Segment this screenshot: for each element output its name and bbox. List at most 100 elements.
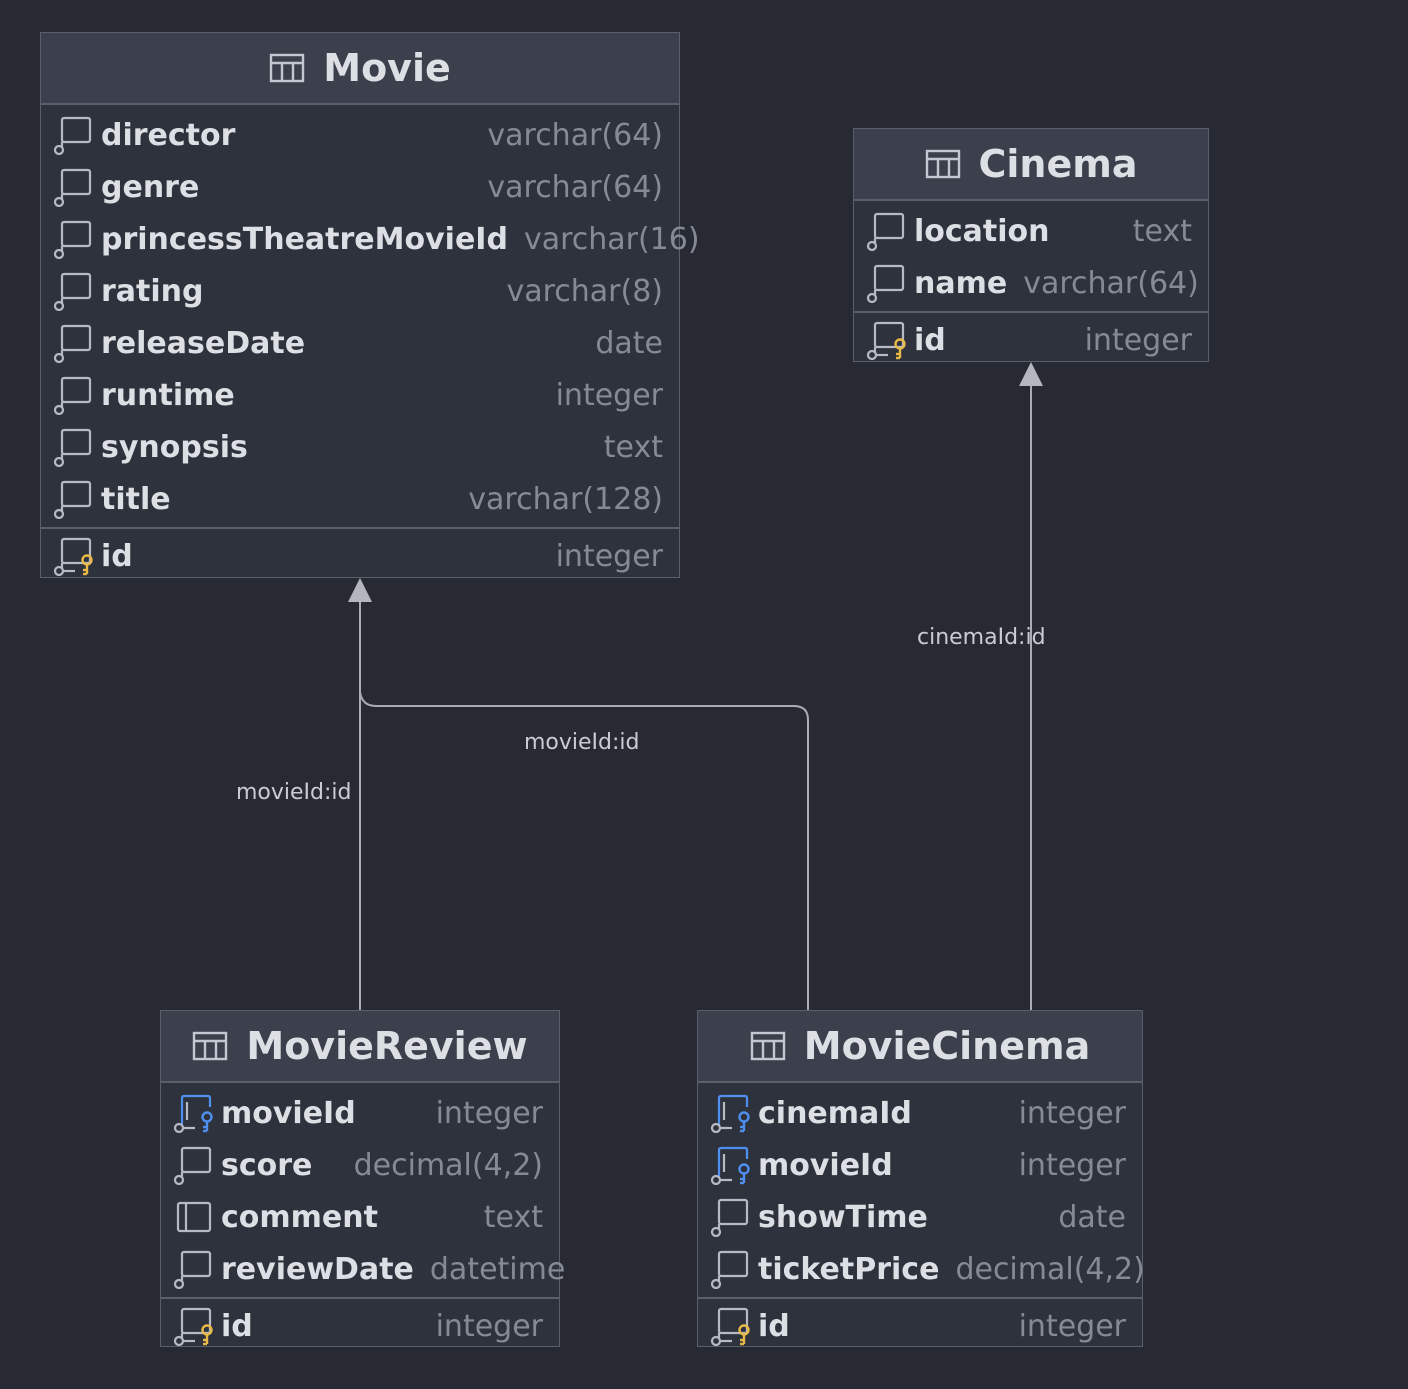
column-name: princessTheatreMovieId: [101, 221, 508, 257]
column-row[interactable]: runtime integer: [41, 369, 679, 421]
column-icon: [866, 211, 906, 251]
column-name: score: [221, 1147, 313, 1183]
column-name: genre: [101, 169, 200, 205]
column-icon: [53, 427, 93, 467]
table-title: Movie: [323, 46, 451, 90]
column-type: integer: [555, 377, 663, 413]
primary-key-icon: [173, 1306, 213, 1346]
column-row[interactable]: synopsis text: [41, 421, 679, 473]
column-row[interactable]: princessTheatreMovieId varchar(16): [41, 213, 700, 265]
relation-label-moviereview-movie[interactable]: movieId:id: [236, 780, 352, 805]
column-row[interactable]: genre varchar(64): [41, 161, 679, 213]
column-name: title: [101, 481, 171, 517]
column-name: comment: [221, 1199, 378, 1235]
column-row[interactable]: director varchar(64): [41, 109, 679, 161]
primary-key-icon: [866, 320, 906, 360]
column-row[interactable]: showTime date: [698, 1191, 1142, 1243]
primary-key-row[interactable]: id integer: [161, 1299, 559, 1353]
column-type: text: [1132, 213, 1192, 249]
column-type: datetime: [429, 1251, 566, 1287]
column-type: integer: [435, 1095, 543, 1131]
column-name: id: [758, 1308, 790, 1344]
table-cinema[interactable]: Cinema location text name varchar(64) id in…: [853, 128, 1209, 362]
column-row[interactable]: ticketPrice decimal(4,2): [698, 1243, 1145, 1295]
column-name: id: [101, 538, 133, 574]
primary-key-icon: [710, 1306, 750, 1346]
primary-key-icon: [53, 536, 93, 576]
relation-label-moviecinema-cinema[interactable]: cinemaId:id: [917, 625, 1046, 650]
table-icon: [750, 1030, 786, 1062]
column-name: cinemaId: [758, 1095, 912, 1131]
column-type: varchar(64): [1023, 265, 1199, 301]
table-header[interactable]: MovieReview: [161, 1011, 559, 1083]
column-row[interactable]: reviewDate datetime: [161, 1243, 565, 1295]
column-icon: [53, 167, 93, 207]
foreign-key-icon: [173, 1093, 213, 1133]
column-type: integer: [435, 1308, 543, 1344]
table-icon: [192, 1030, 228, 1062]
connector-moviecinema-movie: [359, 598, 809, 1010]
column-name: ticketPrice: [758, 1251, 940, 1287]
column-type: integer: [1018, 1147, 1126, 1183]
column-icon: [173, 1249, 213, 1289]
column-type: text: [603, 429, 663, 465]
table-icon: [925, 148, 961, 180]
column-icon: [866, 263, 906, 303]
nullable-column-icon: [173, 1197, 213, 1237]
table-icon: [269, 52, 305, 84]
column-name: name: [914, 265, 1008, 301]
column-type: varchar(64): [487, 117, 663, 153]
column-name: releaseDate: [101, 325, 306, 361]
column-icon: [53, 271, 93, 311]
column-name: movieId: [758, 1147, 893, 1183]
column-type: varchar(16): [523, 221, 700, 257]
column-row[interactable]: comment text: [161, 1191, 559, 1243]
foreign-key-icon: [710, 1145, 750, 1185]
column-name: synopsis: [101, 429, 248, 465]
column-name: reviewDate: [221, 1251, 414, 1287]
column-icon: [53, 219, 93, 259]
column-row[interactable]: title varchar(128): [41, 473, 679, 525]
foreign-key-row[interactable]: cinemaId integer: [698, 1087, 1142, 1139]
column-type: text: [483, 1199, 543, 1235]
column-name: id: [914, 322, 946, 358]
table-header[interactable]: Cinema: [854, 129, 1208, 201]
column-type: varchar(128): [468, 481, 663, 517]
column-row[interactable]: name varchar(64): [854, 257, 1208, 309]
foreign-key-icon: [710, 1093, 750, 1133]
column-name: runtime: [101, 377, 235, 413]
column-name: id: [221, 1308, 253, 1344]
table-movie[interactable]: Movie director varchar(64) genre varchar(6…: [40, 32, 700, 578]
column-name: rating: [101, 273, 204, 309]
column-icon: [53, 323, 93, 363]
relation-label-moviecinema-movie[interactable]: movieId:id: [524, 730, 640, 755]
column-name: director: [101, 117, 236, 153]
column-type: decimal(4,2): [955, 1251, 1145, 1287]
column-type: date: [1058, 1199, 1126, 1235]
primary-key-row[interactable]: id integer: [854, 313, 1208, 367]
table-moviecinema[interactable]: MovieCinema cinemaId integer movieId integ…: [697, 1010, 1145, 1347]
column-type: integer: [1018, 1095, 1126, 1131]
table-header[interactable]: Movie: [41, 33, 679, 105]
table-header[interactable]: MovieCinema: [698, 1011, 1142, 1083]
foreign-key-row[interactable]: movieId integer: [161, 1087, 559, 1139]
table-title: MovieCinema: [803, 1024, 1091, 1068]
column-type: integer: [1084, 322, 1192, 358]
column-icon: [173, 1145, 213, 1185]
column-name: location: [914, 213, 1050, 249]
column-type: varchar(8): [506, 273, 663, 309]
column-name: movieId: [221, 1095, 356, 1131]
column-row[interactable]: location text: [854, 205, 1208, 257]
column-name: showTime: [758, 1199, 928, 1235]
column-icon: [53, 375, 93, 415]
column-icon: [710, 1249, 750, 1289]
table-title: MovieReview: [246, 1024, 528, 1068]
column-type: varchar(64): [487, 169, 663, 205]
column-row[interactable]: rating varchar(8): [41, 265, 679, 317]
foreign-key-row[interactable]: movieId integer: [698, 1139, 1142, 1191]
